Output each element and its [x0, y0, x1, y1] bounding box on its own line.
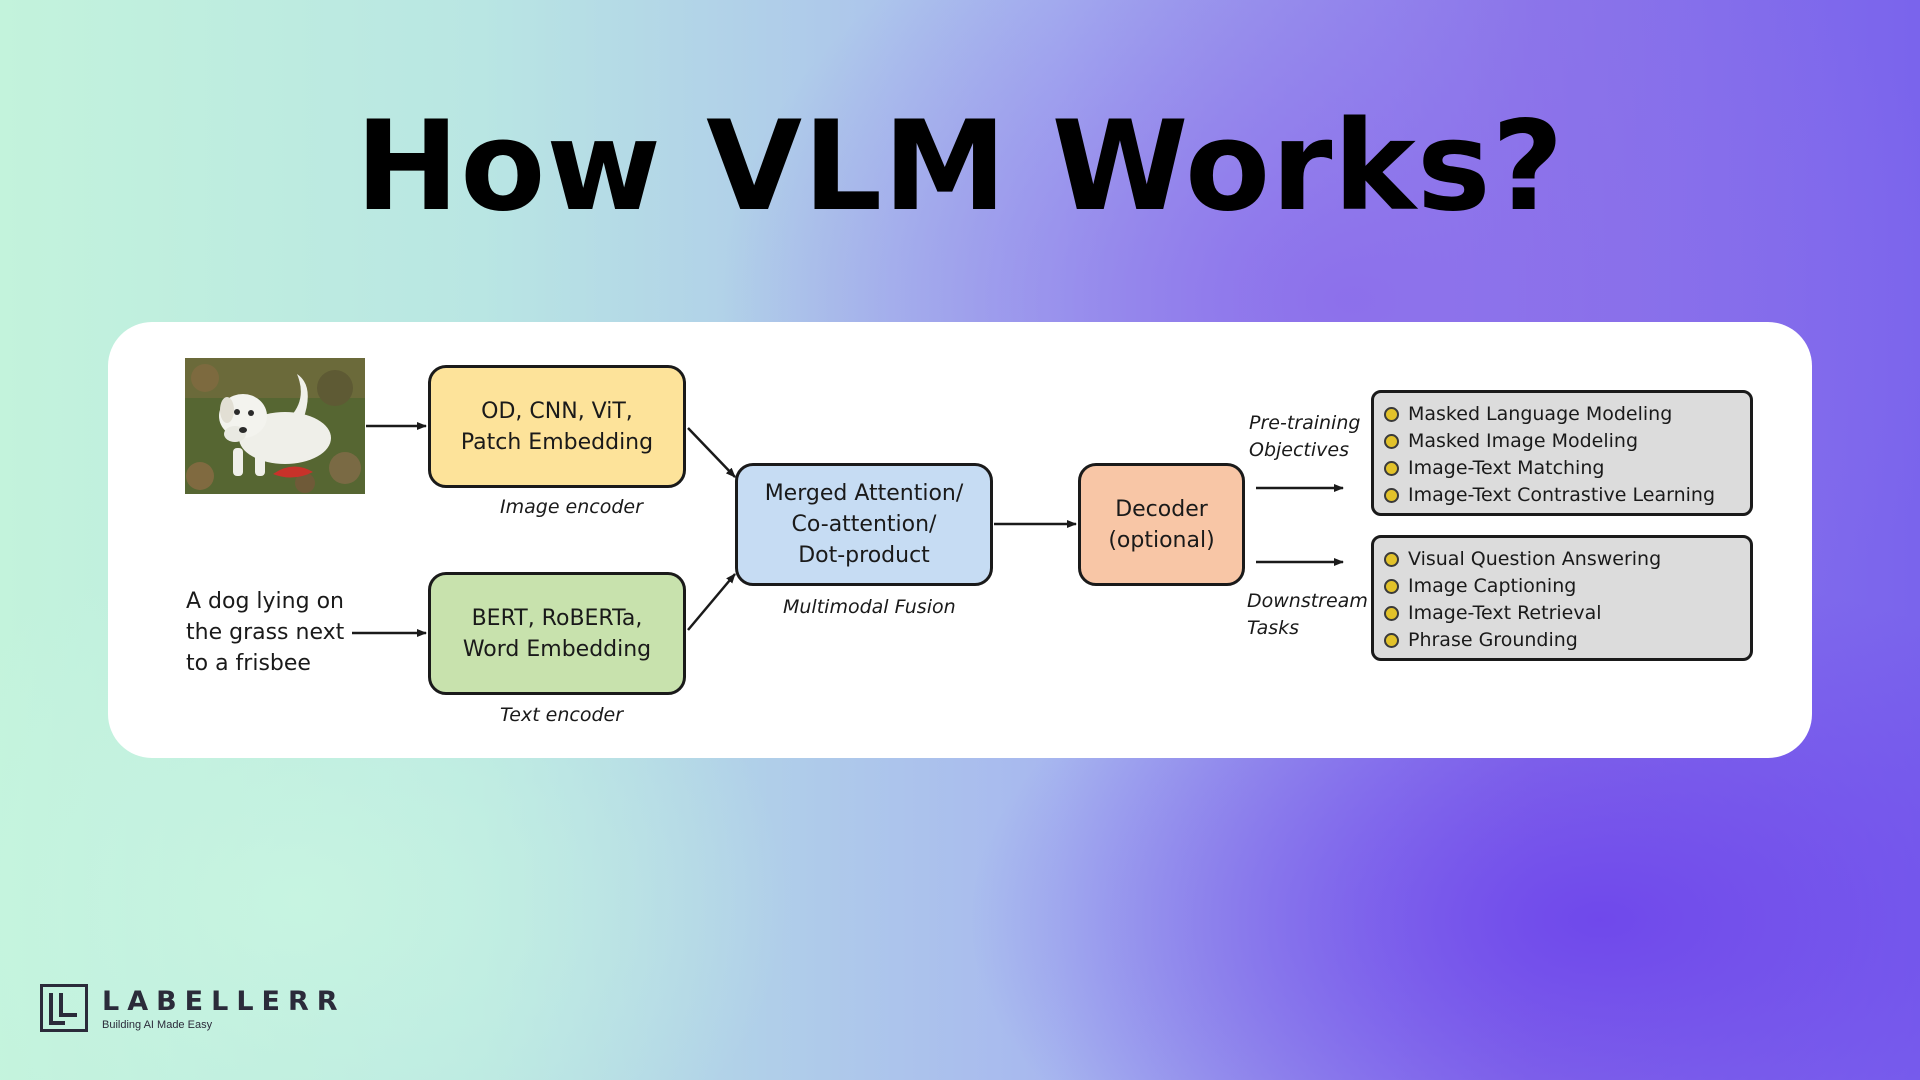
bullet-icon [1384, 434, 1399, 449]
text-encoder-caption: Text encoder [500, 704, 624, 726]
arrow-image-encoder-to-fusion [687, 427, 736, 478]
decoder-box: Decoder (optional) [1078, 463, 1245, 586]
text-encoder-box: BERT, RoBERTa, Word Embedding [428, 572, 686, 695]
list-item: Visual Question Answering [1384, 546, 1740, 573]
bullet-icon [1384, 488, 1399, 503]
brand-logo: LABELLERR Building AI Made Easy [40, 984, 346, 1032]
bullet-icon [1384, 461, 1399, 476]
list-item: Image-Text Retrieval [1384, 600, 1740, 627]
labellerr-logo-icon [40, 984, 88, 1032]
list-item: Image Captioning [1384, 573, 1740, 600]
image-encoder-box: OD, CNN, ViT, Patch Embedding [428, 365, 686, 488]
bullet-icon [1384, 633, 1399, 648]
pretraining-caption: Pre-training Objectives [1249, 412, 1361, 461]
bullet-icon [1384, 579, 1399, 594]
image-encoder-caption: Image encoder [500, 496, 643, 518]
fusion-box: Merged Attention/ Co-attention/ Dot-prod… [735, 463, 993, 586]
pretraining-objectives-list: Masked Language Modeling Masked Image Mo… [1371, 390, 1753, 516]
list-item: Masked Language Modeling [1384, 401, 1740, 428]
arrow-text-encoder-to-fusion [687, 573, 736, 631]
bullet-icon [1384, 407, 1399, 422]
downstream-caption: Downstream Tasks [1247, 590, 1368, 639]
brand-name: LABELLERR [102, 985, 346, 1017]
list-item: Phrase Grounding [1384, 627, 1740, 654]
dog-illustration [185, 358, 365, 494]
list-item: Image-Text Contrastive Learning [1384, 482, 1740, 509]
list-item: Image-Text Matching [1384, 455, 1740, 482]
bullet-icon [1384, 606, 1399, 621]
logo-mark-glyph [49, 993, 77, 1025]
list-item: Masked Image Modeling [1384, 428, 1740, 455]
downstream-tasks-list: Visual Question Answering Image Captioni… [1371, 535, 1753, 661]
fusion-caption: Multimodal Fusion [783, 596, 956, 618]
page-title: How VLM Works? [355, 95, 1565, 239]
brand-tagline: Building AI Made Easy [102, 1018, 213, 1031]
dog-photo [185, 358, 365, 494]
input-text: A dog lying on the grass next to a frisb… [186, 589, 345, 676]
bullet-icon [1384, 552, 1399, 567]
